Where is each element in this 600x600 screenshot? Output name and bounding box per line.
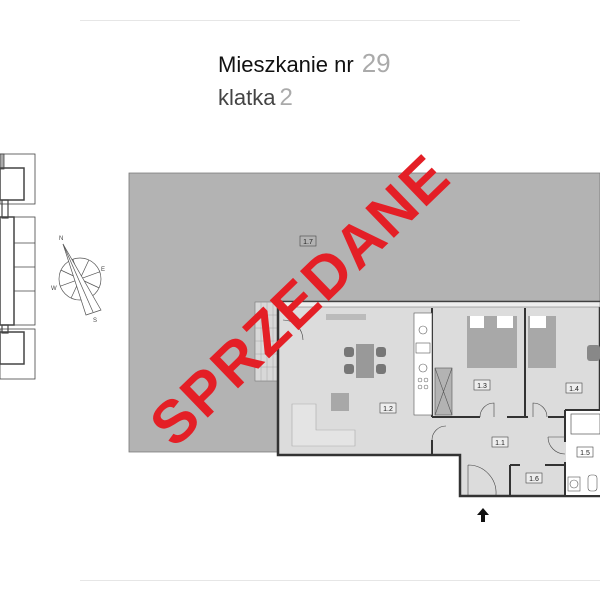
compass-w: W [51, 286, 57, 292]
compass-s: S [93, 318, 97, 324]
grate-lines [255, 302, 278, 381]
washer [567, 476, 581, 492]
apartment-title: Mieszkanie nr 29 [218, 48, 391, 79]
arrow-up-icon [477, 508, 489, 522]
apartment-label: Mieszkanie nr [218, 52, 354, 77]
top-divider [80, 20, 520, 21]
bathtub [570, 413, 600, 435]
room-label-1-6: 1.6 [529, 476, 539, 483]
door-swings [282, 319, 566, 496]
bottom-divider [80, 580, 600, 581]
room-label-1-7: 1.7 [303, 239, 313, 246]
room-label-1-2: 1.2 [383, 406, 393, 413]
room-label-1-5: 1.5 [580, 450, 590, 457]
compass-icon [58, 243, 102, 316]
room-label-1-1: 1.1 [495, 440, 505, 447]
compass-n: N [59, 236, 63, 242]
room-label-1-4: 1.4 [569, 386, 579, 393]
sofa [291, 403, 356, 447]
stairwell-label: klatka [218, 85, 276, 110]
stairwell-number: 2 [279, 84, 293, 111]
toilet [587, 474, 598, 492]
compass-e: E [101, 267, 105, 273]
apartment-number: 29 [361, 48, 391, 78]
sink [415, 342, 431, 354]
furniture [326, 314, 600, 411]
site-plan [0, 153, 36, 380]
room-label-1-3: 1.3 [477, 383, 487, 390]
window-strip [279, 301, 600, 308]
